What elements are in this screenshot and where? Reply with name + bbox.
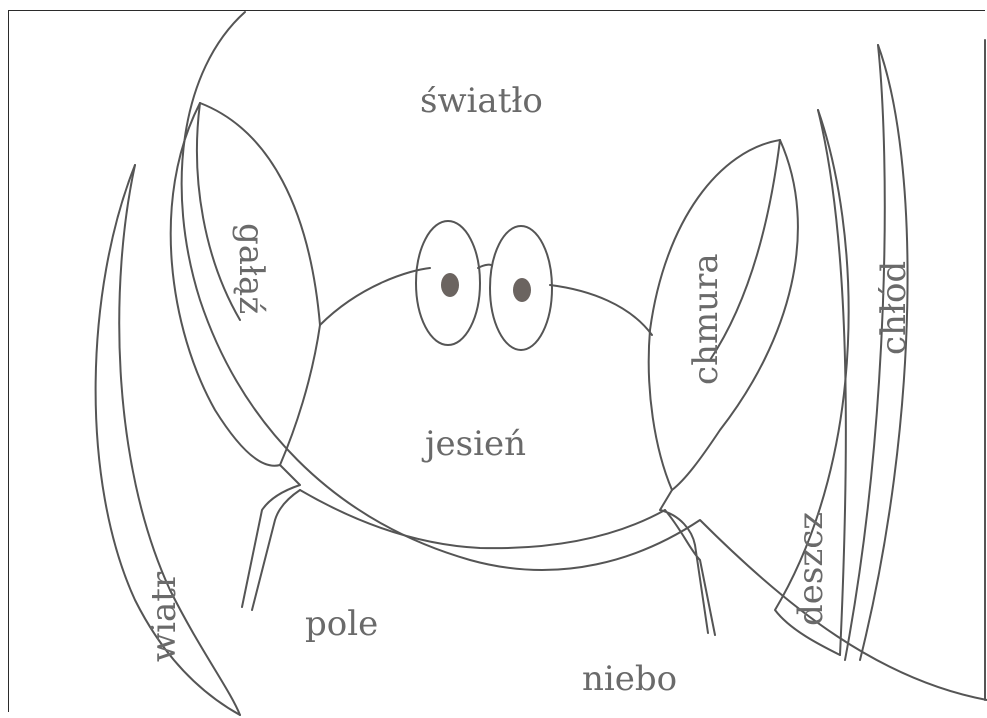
left-pupil [441, 273, 459, 297]
big-circle-arc [182, 12, 987, 700]
word-left-blade: wiatr [144, 571, 184, 662]
word-bottom-left: pole [305, 604, 378, 644]
crab-body-bottom [300, 490, 665, 548]
word-right-claw: chmura [686, 253, 726, 385]
crab-body-top [320, 268, 652, 335]
left-leg [242, 465, 300, 610]
word-right-blade-b: chłód [874, 261, 914, 355]
word-top: światło [420, 81, 543, 121]
word-right-blade-a: deszcz [791, 512, 831, 626]
word-bottom: niebo [582, 659, 677, 699]
word-left-claw: gałąź [231, 223, 271, 314]
word-center: jesień [421, 424, 526, 464]
right-leg [660, 490, 715, 635]
right-pupil [513, 278, 531, 302]
eye-bridge [478, 265, 492, 268]
